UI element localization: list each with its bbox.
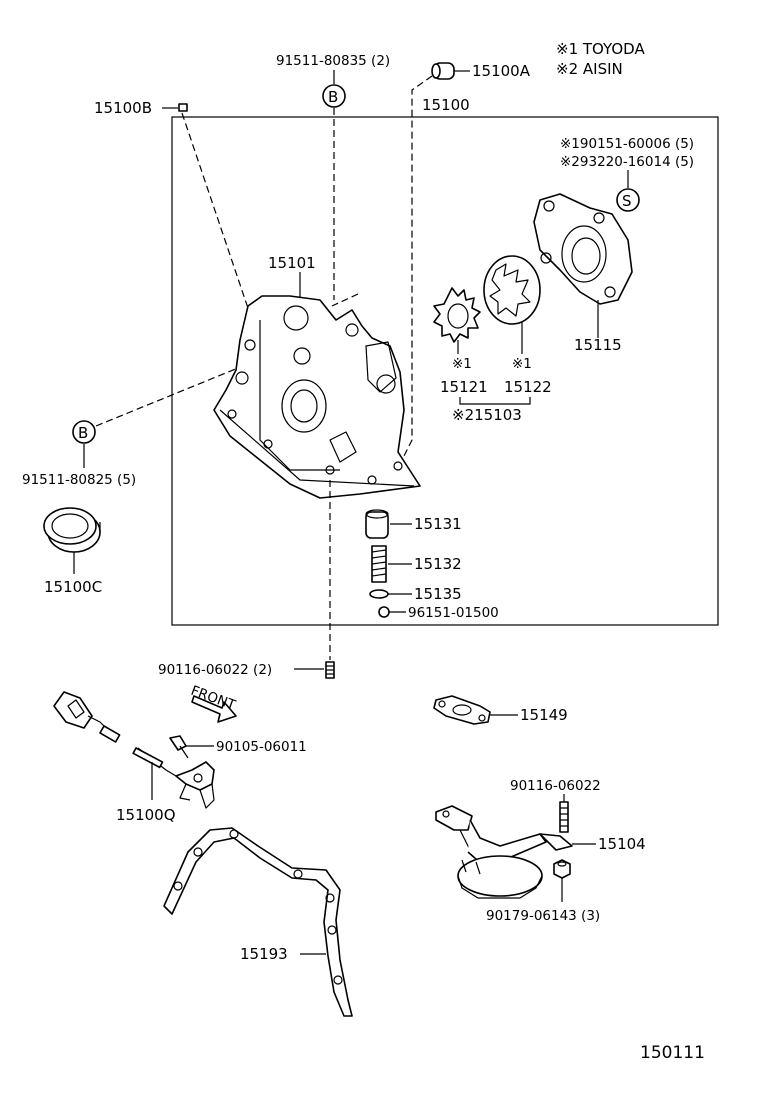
legend-aisin: ※2 AISIN <box>556 60 623 78</box>
part-90116-stud[interactable] <box>559 801 569 833</box>
part-15115-cover[interactable]: 15115 <box>533 193 633 354</box>
label-90116: 90116-06022 <box>510 778 601 794</box>
part-15104-oil-strainer[interactable]: 15104 <box>435 805 646 899</box>
marker-b-left-text: B <box>78 424 88 442</box>
bolt-b-top-marker[interactable]: B <box>322 84 346 108</box>
label-90105: 90105-06011 <box>216 739 307 755</box>
label-190151: ※190151-60006 (5) <box>560 136 694 152</box>
label-15149: 15149 <box>520 706 568 724</box>
label-90116-2: 90116-06022 (2) <box>158 662 272 678</box>
part-15100B[interactable]: 15100B <box>94 99 188 117</box>
part-90116-stud-pair[interactable] <box>325 661 335 679</box>
bolt-b-left-marker[interactable]: B <box>72 420 96 444</box>
assembly-frame <box>171 116 719 626</box>
part-15101-pump-body[interactable] <box>213 295 421 499</box>
marker-b-top-text: B <box>328 88 338 106</box>
marker-s-text: S <box>622 192 632 210</box>
label-15193: 15193 <box>240 945 288 963</box>
part-15100A[interactable]: 15100A <box>431 62 531 80</box>
bracket-215103 <box>459 397 531 405</box>
part-15122-outer-rotor[interactable] <box>483 255 541 354</box>
screw-s-marker[interactable]: S <box>616 188 640 212</box>
label-15104: 15104 <box>598 835 646 853</box>
label-15100Q: 15100Q <box>116 806 176 824</box>
label-91511-80835: 91511-80835 (2) <box>276 53 390 69</box>
leader-body-top <box>331 293 359 307</box>
front-arrow: FRONT <box>189 683 238 723</box>
label-15131: 15131 <box>414 515 462 533</box>
label-215103: ※215103 <box>452 406 522 424</box>
figure-number: 150111 <box>640 1043 705 1063</box>
part-15121-inner-gear[interactable] <box>433 287 481 354</box>
part-15132-spring[interactable]: 15132 <box>371 545 462 583</box>
label-293220: ※293220-16014 (5) <box>560 154 694 170</box>
part-90105-bolt[interactable]: 90105-06011 <box>169 735 307 759</box>
part-90179-nut[interactable]: 90179-06143 (3) <box>486 859 600 924</box>
mark-1b: ※1 <box>512 356 532 372</box>
label-15100B: 15100B <box>94 99 152 117</box>
label-15122: 15122 <box>504 378 552 396</box>
part-15100C-oil-seal[interactable]: 15100C <box>43 507 102 596</box>
label-15100: 15100 <box>422 96 470 114</box>
label-15121: 15121 <box>440 378 488 396</box>
leader-bolt-left <box>95 367 239 427</box>
part-15193-gasket[interactable]: 15193 <box>163 827 353 1017</box>
mark-1a: ※1 <box>452 356 472 372</box>
part-15100Q-sensor[interactable]: 15100Q <box>53 691 215 824</box>
leader-15100A <box>401 75 433 461</box>
label-15100A: 15100A <box>472 62 531 80</box>
part-96151-snap-ring[interactable]: 96151-01500 <box>378 605 499 621</box>
legend-toyoda: ※1 TOYODA <box>556 40 645 58</box>
label-15135: 15135 <box>414 585 462 603</box>
part-15149-gasket[interactable]: 15149 <box>433 695 568 725</box>
label-96151: 96151-01500 <box>408 605 499 621</box>
part-15131-plunger[interactable]: 15131 <box>365 509 462 539</box>
label-15100C: 15100C <box>44 578 102 596</box>
label-15115: 15115 <box>574 336 622 354</box>
label-15101: 15101 <box>268 254 316 272</box>
part-15135-retainer[interactable]: 15135 <box>369 585 462 603</box>
label-90179: 90179-06143 (3) <box>486 908 600 924</box>
label-15132: 15132 <box>414 555 462 573</box>
leader-15100B <box>181 112 253 321</box>
label-91511-80825: 91511-80825 (5) <box>22 472 136 488</box>
